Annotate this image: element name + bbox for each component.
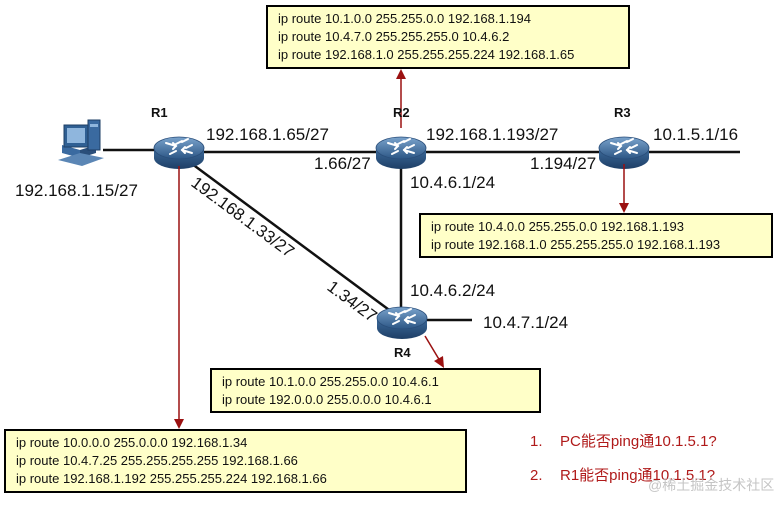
question-1: 1. PC能否ping通10.1.5.1? xyxy=(530,432,717,452)
label-r4-ext: 10.4.7.1/24 xyxy=(483,313,569,332)
label-r2-r3-left: 192.168.1.193/27 xyxy=(426,125,559,144)
pc-icon xyxy=(58,119,104,166)
arrowhead-r1-table xyxy=(174,419,184,429)
label-r2-r4-bottom: 10.4.6.2/24 xyxy=(410,281,496,300)
question-1-number: 1. xyxy=(530,433,543,450)
label-r1-r2-left: 192.168.1.65/27 xyxy=(206,125,329,144)
route-entry: ip route 10.4.7.0 255.255.255.0 10.4.6.2 xyxy=(278,29,510,44)
route-entry: ip route 10.4.0.0 255.255.0.0 192.168.1.… xyxy=(431,219,684,234)
label-r1-r4-top: 192.168.1.33/27 xyxy=(188,173,298,261)
route-entry: ip route 10.4.7.25 255.255.255.255 192.1… xyxy=(16,453,298,468)
router-r4-name: R4 xyxy=(394,345,411,360)
route-entry: ip route 10.1.0.0 255.255.0.0 192.168.1.… xyxy=(278,11,531,26)
route-table-r1: ip route 10.0.0.0 255.0.0.0 192.168.1.34… xyxy=(4,429,467,493)
label-r1-r4-bottom: 1.34/27 xyxy=(324,277,381,326)
route-table-r3: ip route 10.4.0.0 255.255.0.0 192.168.1.… xyxy=(419,213,773,258)
router-r4-icon[interactable] xyxy=(376,306,428,340)
route-entry: ip route 192.168.1.0 255.255.255.224 192… xyxy=(278,47,575,62)
watermark: @稀土掘金技术社区 xyxy=(648,477,775,493)
router-r2-icon[interactable] xyxy=(375,136,427,170)
question-2: 2. R1能否ping通10.1.5.1? xyxy=(530,466,715,486)
route-entry: ip route 10.0.0.0 255.0.0.0 192.168.1.34 xyxy=(16,435,248,450)
router-r2-name: R2 xyxy=(393,105,410,120)
label-r2-r4-top: 10.4.6.1/24 xyxy=(410,173,496,192)
label-r1-r2-right: 1.66/27 xyxy=(314,154,371,173)
route-entry: ip route 192.168.1.0 255.255.255.0 192.1… xyxy=(431,237,721,252)
question-2-number: 2. xyxy=(530,467,543,484)
route-table-r4: ip route 10.1.0.0 255.255.0.0 10.4.6.1 i… xyxy=(210,368,541,413)
label-r3-ext: 10.1.5.1/16 xyxy=(653,125,739,144)
arrowhead-r4-table xyxy=(434,356,444,368)
route-entry: ip route 192.168.1.192 255.255.255.224 1… xyxy=(16,471,327,486)
route-table-r2: ip route 10.1.0.0 255.255.0.0 192.168.1.… xyxy=(266,5,630,69)
router-r1-icon[interactable] xyxy=(153,136,205,170)
link-r1-r4 xyxy=(179,153,401,320)
router-r1-name: R1 xyxy=(151,105,168,120)
label-r2-r3-right: 1.194/27 xyxy=(530,154,597,173)
arrowhead-r3-table xyxy=(619,203,629,213)
pc-ip-label: 192.168.1.15/27 xyxy=(15,181,138,200)
route-entry: ip route 10.1.0.0 255.255.0.0 10.4.6.1 xyxy=(222,374,439,389)
router-r3-name: R3 xyxy=(614,105,631,120)
arrow-r4-table xyxy=(424,335,441,362)
route-entry: ip route 192.0.0.0 255.0.0.0 10.4.6.1 xyxy=(222,392,432,407)
question-1-text: PC能否ping通10.1.5.1? xyxy=(560,433,717,450)
question-2-text: R1能否ping通10.1.5.1? xyxy=(560,467,716,484)
arrowhead-r2-table xyxy=(396,69,406,79)
